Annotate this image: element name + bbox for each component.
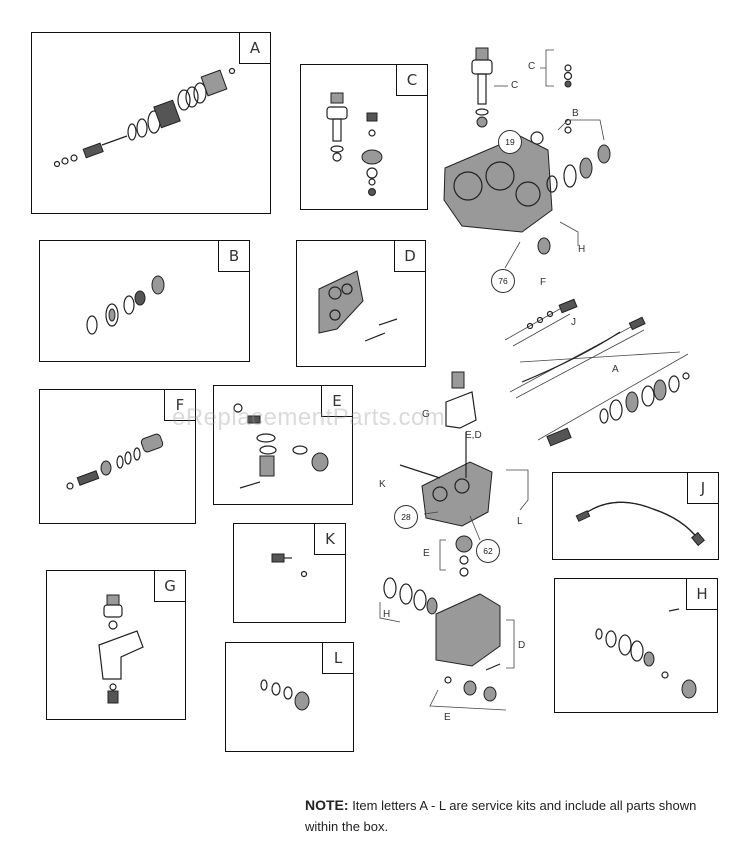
kit-box-j: J xyxy=(552,472,719,560)
kit-label-j: J xyxy=(687,472,719,504)
kit-b-parts xyxy=(86,275,165,335)
label-c2: C xyxy=(528,61,536,72)
kit-label-f: F xyxy=(164,389,196,421)
label-l: L xyxy=(517,516,523,527)
label-ed: E,D xyxy=(465,430,482,441)
label-d: D xyxy=(518,640,526,651)
callout-62: 62 xyxy=(476,539,500,563)
kit-label-g: G xyxy=(154,570,186,602)
label-k: K xyxy=(379,479,386,490)
label-h2: H xyxy=(383,609,391,620)
kit-label-d: D xyxy=(394,240,426,272)
callout-76: 76 xyxy=(491,269,515,293)
service-kit-note: NOTE: Item letters A - L are service kit… xyxy=(305,795,725,837)
kit-box-e: E xyxy=(213,385,353,505)
note-text: Item letters A - L are service kits and … xyxy=(305,798,697,834)
kit-box-c: C xyxy=(300,64,428,210)
label-c1: C xyxy=(511,80,519,91)
kit-box-b: B xyxy=(39,240,250,362)
kit-label-e: E xyxy=(321,385,353,417)
label-e1: E xyxy=(423,548,430,559)
kit-label-k: K xyxy=(314,523,346,555)
callout-28: 28 xyxy=(394,505,418,529)
kit-box-d: D xyxy=(296,240,426,367)
label-b: B xyxy=(572,108,579,119)
kit-f-parts xyxy=(66,433,164,490)
kit-box-f: F xyxy=(39,389,196,524)
label-j: J xyxy=(571,317,576,328)
kit-box-g: G xyxy=(46,570,186,720)
kit-label-h: H xyxy=(686,578,718,610)
kit-a-parts xyxy=(53,67,236,168)
kit-label-b: B xyxy=(218,240,250,272)
label-e2: E xyxy=(444,712,451,723)
kit-c-parts xyxy=(326,92,383,196)
kit-label-c: C xyxy=(396,64,428,96)
kit-k-parts xyxy=(271,553,308,578)
label-a: A xyxy=(612,364,619,375)
kit-l-parts xyxy=(260,679,310,711)
note-heading: NOTE: xyxy=(305,797,349,813)
label-h1: H xyxy=(578,244,586,255)
kit-j-parts xyxy=(575,501,705,547)
kit-box-a: A xyxy=(31,32,271,214)
label-f: F xyxy=(540,277,547,288)
kit-label-l: L xyxy=(322,642,354,674)
callout-19: 19 xyxy=(498,130,522,154)
kit-e-parts xyxy=(233,403,329,489)
kit-box-l: L xyxy=(225,642,354,752)
watermark-text: eReplacementParts.com xyxy=(172,404,446,431)
kit-box-k: K xyxy=(233,523,346,623)
kit-label-a: A xyxy=(239,32,271,64)
kit-g-parts xyxy=(98,594,144,704)
kit-d-parts xyxy=(318,270,398,342)
label-g: G xyxy=(422,409,430,420)
kit-h-parts xyxy=(595,608,697,699)
kit-box-h: H xyxy=(554,578,718,713)
